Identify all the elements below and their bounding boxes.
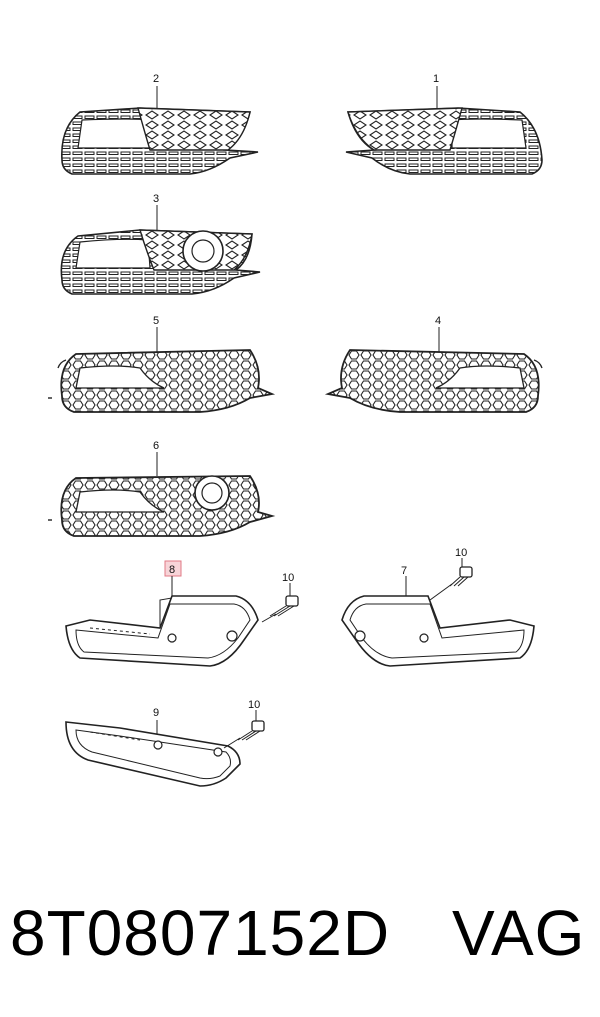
parts-diagram: 2 1 3 5 4 6 <box>48 73 543 787</box>
grille-part-2 <box>61 86 259 175</box>
trim-part-7 <box>341 576 535 667</box>
callout-10-left: 10 <box>282 572 294 584</box>
callout-10-lower: 10 <box>248 699 260 711</box>
bolt-10-lower <box>223 710 265 749</box>
callout-9: 9 <box>153 707 159 719</box>
callout-5: 5 <box>153 315 159 327</box>
callout-7: 7 <box>401 565 407 577</box>
callout-8: 8 <box>169 564 175 576</box>
bolt-10-left <box>261 583 299 623</box>
callout-3: 3 <box>153 193 159 205</box>
grille-part-3 <box>60 205 261 295</box>
callout-8-highlight <box>164 560 182 577</box>
callout-1: 1 <box>433 73 439 85</box>
grille-part-4 <box>324 327 543 413</box>
part-number: 8T0807152D <box>10 897 391 969</box>
grille-part-1 <box>345 86 543 175</box>
grille-part-6 <box>48 452 276 537</box>
callout-6: 6 <box>153 440 159 452</box>
brand-label: VAG <box>452 897 586 969</box>
bolt-10-right <box>429 558 473 601</box>
grille-part-5 <box>48 327 276 413</box>
trim-part-9 <box>65 720 241 787</box>
callout-2: 2 <box>153 73 159 85</box>
callout-4: 4 <box>435 315 441 327</box>
trim-part-8 <box>65 560 259 667</box>
callout-10-right: 10 <box>455 547 467 559</box>
